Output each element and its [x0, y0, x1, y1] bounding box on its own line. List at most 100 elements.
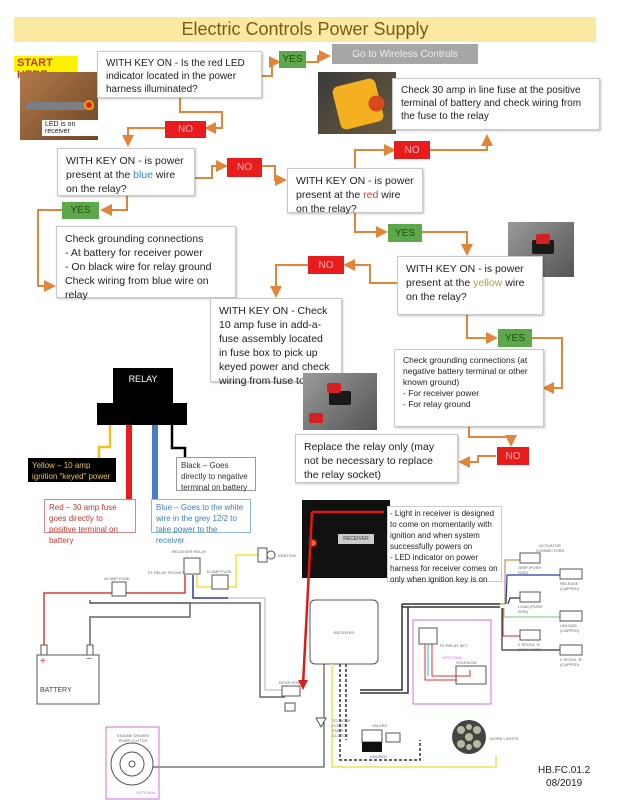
pump-clutch-label: ENGINE DRIVEN PUMP CLUTCH [117, 733, 149, 743]
battery-minus-sign: − [86, 654, 92, 665]
yellow-wire-label: Yellow – 10 amp ignition “keyed” power [28, 458, 116, 482]
valve-connector [361, 729, 383, 743]
check-30-amp-fuse-box: Check 30 amp in line fuse at the positiv… [392, 78, 600, 130]
receiver-to-valves [339, 664, 421, 761]
q2-text-pre: WITH KEY ON - is power present at the [66, 155, 184, 181]
ignition-key-icon [266, 550, 276, 560]
ground1-line1: Check grounding connections [65, 233, 204, 245]
arrow-yes-ground2 [532, 337, 563, 394]
ground1-line4: Check wiring from blue wire on relay [65, 275, 209, 301]
ground-harness [90, 602, 285, 698]
ground2-no-tag: NO [497, 447, 529, 465]
optional-solenoid-label: OPTIONAL [442, 655, 463, 660]
arrow-q4-yes [466, 315, 498, 344]
q3-color-word: red [363, 189, 379, 201]
q3-text-post: wire on the relay? [296, 189, 401, 215]
arrow-q4-no [343, 259, 397, 284]
question-blue-wire: WITH KEY ON - is power present at the bl… [57, 148, 195, 196]
q1-no-tag: NO [165, 121, 206, 138]
actuator-spool-b-label: 2 SPOOL 'B' (CAPPED) [560, 657, 583, 667]
ground-plug-icon [315, 717, 327, 729]
go-to-wireless-controls-button[interactable]: Go to Wireless Controls [332, 44, 478, 64]
actuator-unload [559, 610, 583, 622]
add-a-fuse-photo-2 [303, 373, 377, 430]
solenoid-label: SOLENOID [456, 660, 477, 665]
receiver-label: RECEIVER [333, 630, 355, 635]
q2-yes-tag: YES [62, 202, 99, 219]
receiver-relay-symbol [183, 557, 201, 575]
actuator-spool-a [519, 629, 541, 641]
question-red-led: WITH KEY ON - Is the red LED indicator l… [97, 51, 262, 98]
valves-label: VALVES [372, 723, 387, 728]
actuator-grip-label: GRIP (PUSH ROD) [518, 565, 542, 575]
actuator-spool-b [559, 644, 583, 656]
arrow-ground2-no [468, 427, 517, 447]
main-harness [360, 603, 500, 694]
relay-wire-black [170, 425, 187, 458]
check-grounding-relay-box: Check grounding connections (at negative… [394, 349, 544, 427]
receiver-photo-label: RECEIVER [338, 534, 374, 544]
q3-text-pre: WITH KEY ON - is power present at the [296, 175, 414, 201]
unused-label: UNUSED [370, 754, 387, 759]
blue-wire-label: Blue – Goes to the white wire in the gre… [151, 499, 251, 545]
fuse-10a-label: 10 AMP FUSE [206, 569, 232, 574]
actuator-connectors-label: ACTUATOR CONNECTORS [535, 543, 565, 553]
actuator-release [559, 568, 583, 580]
q4-text-post: wire on the relay? [406, 277, 525, 303]
arrow-q3-no [354, 144, 396, 168]
work-lights-label: WORK LIGHTS [490, 736, 519, 741]
q3-yes-tag: YES [388, 224, 422, 242]
page-title: Electric Controls Power Supply [14, 17, 596, 42]
relay-label: RELAY [113, 368, 173, 403]
actuator-wire-unload [503, 608, 560, 618]
rcvr-power-label: RCVR POWER [279, 680, 307, 685]
ground2-line2: - For receiver power [403, 388, 480, 398]
actuator-spool-a-label: 2 SPOOL 'A' (PUSH ROD) [518, 642, 542, 652]
q2-color-word: blue [133, 169, 153, 181]
battery-label: BATTERY [40, 687, 72, 694]
arrow-q3-yes [354, 212, 388, 238]
ground2-line1: Check grounding connections (at negative… [403, 355, 528, 387]
receiver-box [309, 599, 379, 665]
valves-plug [385, 732, 401, 743]
pump-clutch-icon [110, 742, 154, 786]
arrow-yes-wireless [306, 50, 331, 63]
led-harness-photo: LED is on receiver [20, 72, 98, 140]
fuse-40a-symbol [111, 581, 127, 597]
inline-fuse-30a-photo [318, 72, 396, 134]
yellow-ignition-wire [196, 554, 258, 588]
q4-color-word: yellow [473, 277, 503, 289]
optional-clutch-label: OPTIONAL [136, 790, 157, 795]
actuator-wire-load [507, 597, 520, 605]
receiver-note-line1: - Light in receiver is designed to come … [390, 509, 495, 551]
receiver-note-line2: - LED indicator on power harness for rec… [390, 553, 498, 584]
clutch-wire [136, 664, 325, 768]
ground1-line3: - On black wire for relay ground [65, 261, 212, 273]
arrow-yes-ground1 [37, 209, 62, 292]
ground1-line2: - At battery for receiver power [65, 247, 203, 259]
actuator-wire-spool-a [502, 608, 520, 637]
red-wire-label: Red – 30 amp fuse goes directly to posit… [44, 499, 136, 545]
actuator-wire-release [505, 574, 560, 605]
actuator-load [519, 591, 541, 603]
arrow-yes-q4 [422, 231, 473, 256]
actuator-wire-grip [500, 559, 520, 605]
receiver-relay-label: RECEIVER RELAY [172, 549, 207, 554]
check-grounding-receiver-box: Check grounding connections - At battery… [56, 226, 236, 301]
q4-no-tag: NO [308, 256, 344, 274]
q2-no-tag: NO [227, 158, 262, 177]
arrow-no-fuse30 [430, 134, 493, 151]
arrow-no-fuse10 [270, 264, 308, 298]
relay-wire-red [126, 425, 132, 499]
ignition-symbol [257, 547, 268, 563]
fuse-40a-label: 40 AMP FUSE [104, 576, 130, 581]
actuator-grip [519, 552, 541, 564]
relay-base [97, 403, 187, 425]
battery-negative-wire [89, 600, 191, 645]
arrow-no-replace [458, 455, 496, 468]
arrow-q1-no [179, 98, 223, 134]
question-red-wire: WITH KEY ON - is power present at the re… [287, 168, 423, 215]
actuator-release-label: RELEASE (CAPPED) [560, 581, 580, 591]
